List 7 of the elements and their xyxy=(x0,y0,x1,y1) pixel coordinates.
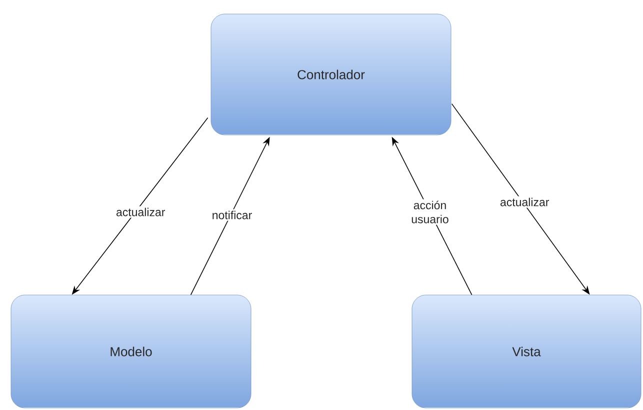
edge-label: acción usuario xyxy=(406,199,454,225)
process-box: Modelo xyxy=(10,294,252,408)
edge-label: actualizar xyxy=(498,196,550,208)
edge-label: actualizar xyxy=(114,206,166,218)
process-box: Vista xyxy=(412,294,642,408)
edge-label: notificar xyxy=(208,209,256,221)
process-box: Controlador xyxy=(210,14,452,136)
